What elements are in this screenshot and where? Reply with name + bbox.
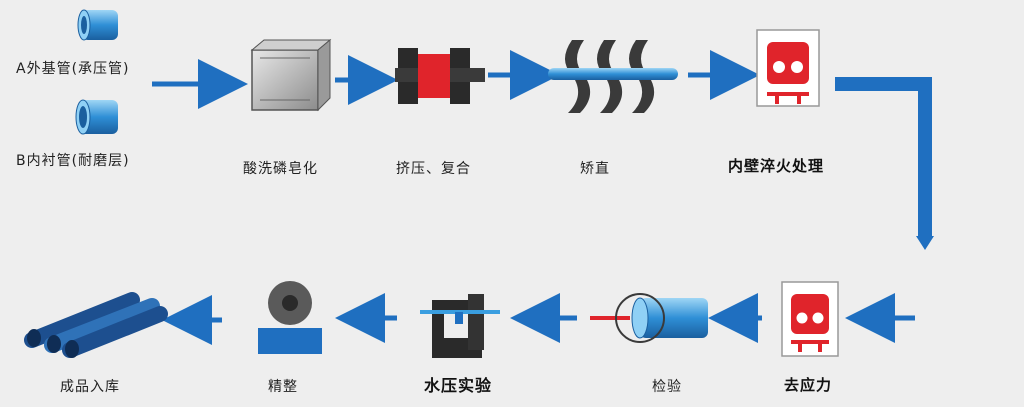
pickling-tank-icon <box>250 38 332 112</box>
hydro-test-icon <box>420 294 500 358</box>
step-storage-label: 成品入库 <box>60 379 120 395</box>
connector-arrow <box>835 77 934 250</box>
pipe-a-icon <box>77 9 118 41</box>
finishing-icon <box>258 281 322 354</box>
stress-relief-furnace-icon <box>781 281 839 357</box>
step-straightening-label: 矫直 <box>580 161 610 177</box>
step-finishing-label: 精整 <box>268 379 298 395</box>
quenching-furnace-icon <box>756 29 820 107</box>
step-stress-relief-label: 去应力 <box>784 376 833 394</box>
pipe-b-icon <box>75 99 118 135</box>
step-hydro-test-label: 水压实验 <box>424 376 493 395</box>
pipe-a-label: A外基管(承压管) <box>16 61 130 77</box>
step-pickling-label: 酸洗磷皂化 <box>243 161 318 177</box>
storage-pipes-icon <box>24 292 168 358</box>
straightening-icon <box>548 40 678 113</box>
step-inspection-label: 检验 <box>652 379 682 395</box>
extrusion-die-icon <box>395 48 485 104</box>
pipe-b-label: B内衬管(耐磨层) <box>16 153 130 169</box>
inspection-icon <box>590 293 708 343</box>
step-extrusion-label: 挤压、复合 <box>396 161 471 177</box>
step-quenching-label: 内壁淬火处理 <box>728 157 825 175</box>
